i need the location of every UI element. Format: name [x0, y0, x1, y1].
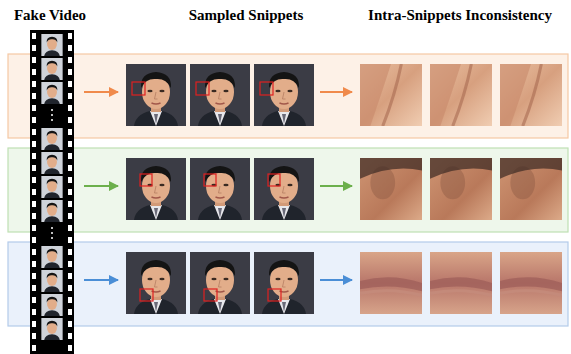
green-band [8, 148, 568, 232]
column-heading: Intra-Snippets Inconsistency [368, 6, 552, 24]
column-heading: Fake Video [14, 6, 86, 24]
orange-band [8, 54, 568, 138]
green-row [84, 158, 562, 220]
orange-row [84, 64, 562, 126]
column-heading: Sampled Snippets [189, 6, 304, 24]
blue-band [8, 242, 568, 326]
blue-row [84, 252, 562, 314]
film-strip [30, 30, 74, 354]
